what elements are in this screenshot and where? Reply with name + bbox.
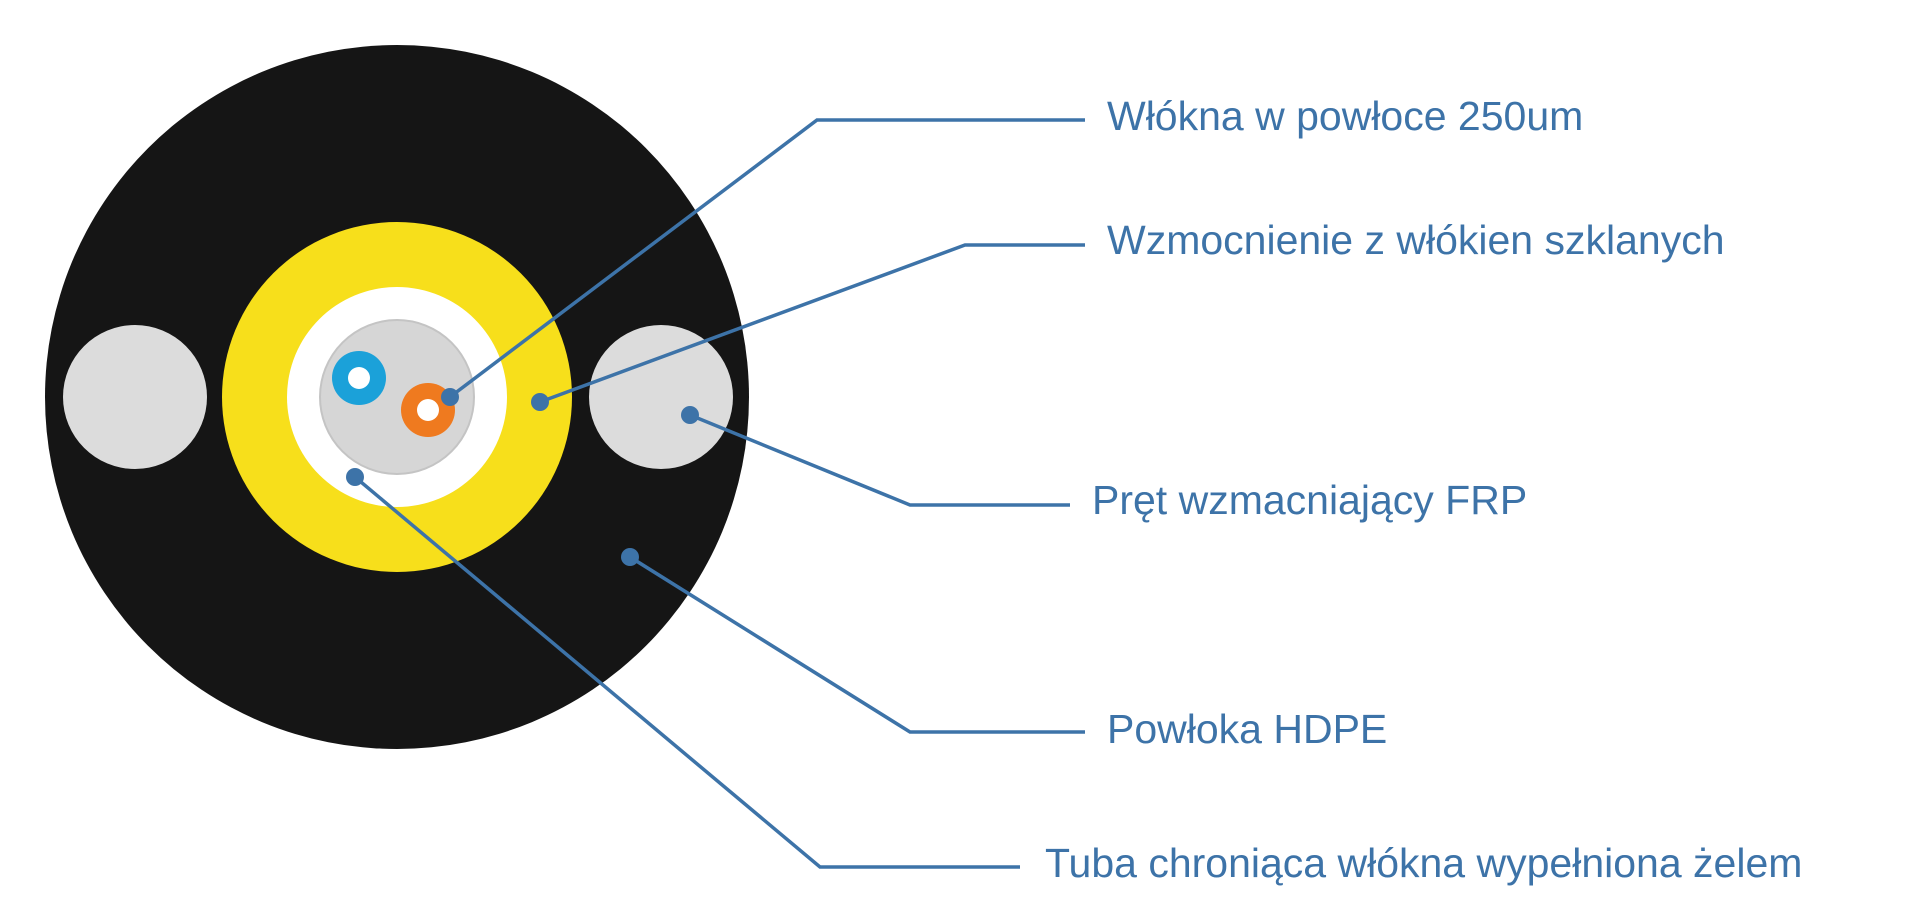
label-fibers: Włókna w powłoce 250um (1107, 93, 1583, 139)
anchor-dot-fibers (441, 388, 459, 406)
fiber-blue-core (348, 367, 370, 389)
label-glass-yarn: Wzmocnienie z włókien szklanych (1107, 217, 1725, 263)
leader-line-gel-tube (353, 475, 1020, 869)
anchor-dot-frp-rod (681, 406, 699, 424)
fiber-orange-core (417, 399, 439, 421)
frp-rod-right (589, 325, 733, 469)
label-gel-tube: Tuba chroniąca włókna wypełniona żelem (1045, 840, 1802, 886)
frp-rod-left (63, 325, 207, 469)
anchor-dot-gel-tube (346, 468, 364, 486)
leader-line-fibers (448, 118, 1085, 399)
anchor-dot-glass-yarn (531, 393, 549, 411)
leader-line-frp-rod (689, 413, 1070, 507)
label-hdpe-jacket: Powłoka HDPE (1107, 706, 1387, 752)
leader-line-hdpe (629, 555, 1085, 734)
anchor-dot-hdpe (621, 548, 639, 566)
label-frp-rod: Pręt wzmacniający FRP (1092, 477, 1527, 523)
leader-line-glass-yarn (539, 243, 1085, 404)
